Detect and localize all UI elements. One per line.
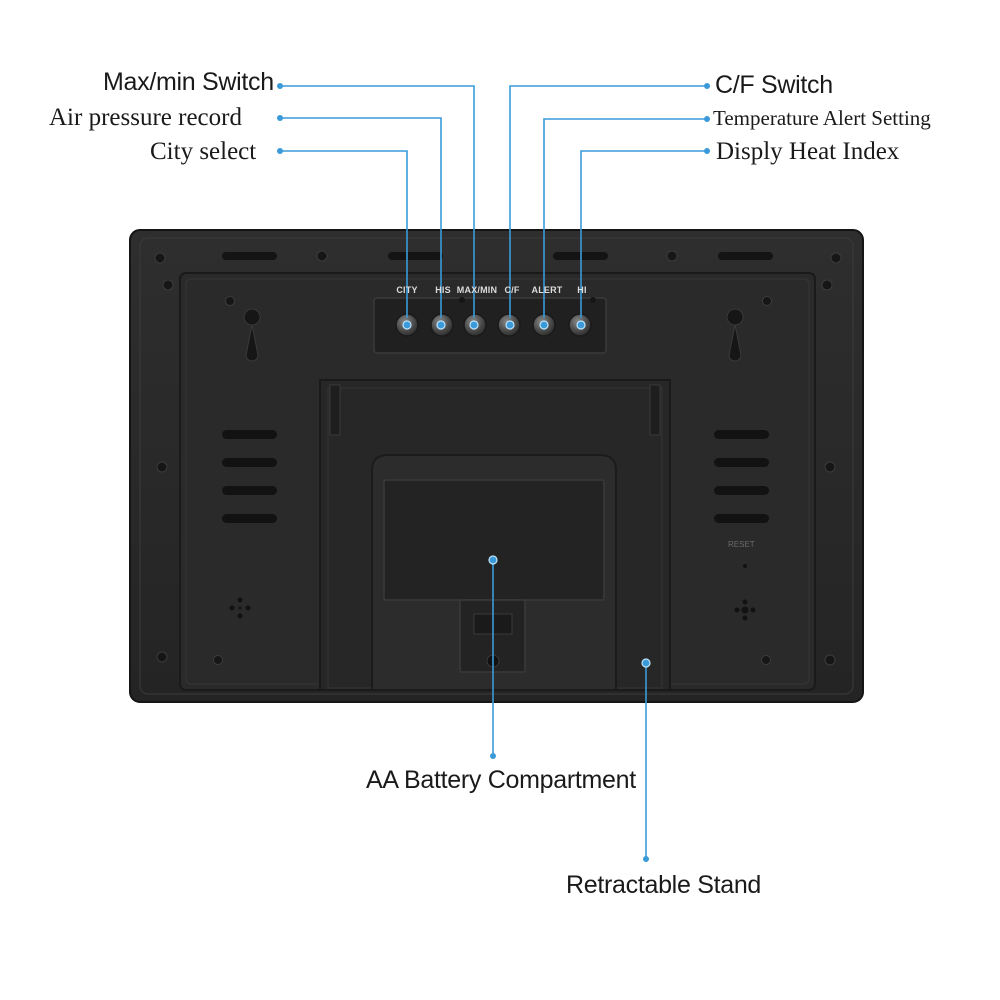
left-speaker-holes [229,597,251,619]
left-vents [222,430,277,523]
keyhole-hangers [243,308,744,362]
button-module [373,297,607,354]
callout-display-heat-index: Disply Heat Index [716,138,900,165]
device-label-cf: C/F [504,285,520,295]
right-speaker-holes [734,564,756,621]
device-label-alert: ALERT [531,285,563,295]
target-markers [402,320,651,668]
callout-retractable-stand: Retractable Stand [566,871,762,899]
device-label-maxmin: MAX/MIN [456,285,498,295]
rim-screws [154,250,842,666]
callout-air-pressure-record: Air pressure record [49,104,242,131]
battery-label-area [383,479,605,601]
callout-cf-switch: C/F Switch [715,71,833,99]
device-label-hi: HI [577,285,587,295]
leader-dots [277,83,710,862]
top-vent-slots [222,252,773,260]
right-vents [714,430,769,523]
callout-maxmin-switch: Max/min Switch [103,68,274,96]
callout-aa-battery-compartment: AA Battery Compartment [366,766,636,794]
callout-temperature-alert-setting: Temperature Alert Setting [713,106,931,130]
device-label-city: CITY [396,285,418,295]
device-label-his: HIS [435,285,451,295]
reset-label: RESET [728,540,755,549]
callout-city-select: City select [150,138,257,165]
leader-lines [281,85,707,859]
